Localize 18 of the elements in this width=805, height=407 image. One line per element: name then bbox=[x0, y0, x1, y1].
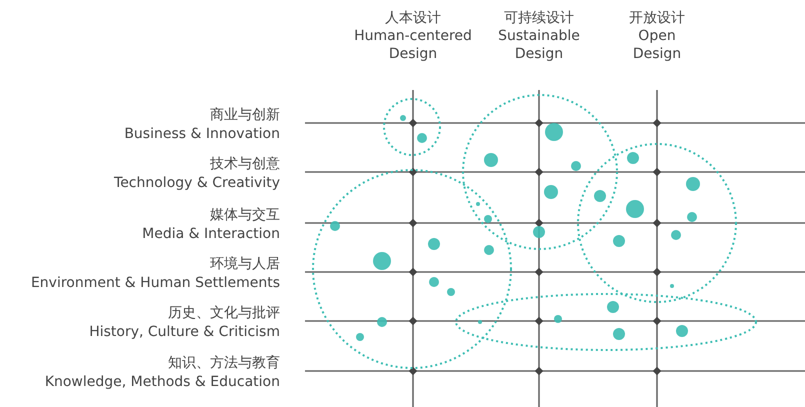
row-label: History, Culture & Criticism bbox=[89, 323, 280, 341]
row-label: Technology & Creativity bbox=[114, 174, 280, 192]
row-label: Media & Interaction bbox=[142, 225, 280, 243]
column-header: 可持续设计 bbox=[503, 9, 575, 27]
row-label: Environment & Human Settlements bbox=[30, 274, 280, 292]
column-header: 开放设计 bbox=[628, 9, 686, 27]
row-label: 媒体与交互 bbox=[210, 206, 280, 224]
column-header: Sustainable Design bbox=[497, 27, 581, 63]
row-label: 知识、方法与教育 bbox=[168, 354, 280, 372]
row-label: 技术与创意 bbox=[210, 155, 280, 173]
row-label: 历史、文化与批评 bbox=[168, 304, 280, 322]
row-label: Business & Innovation bbox=[124, 125, 280, 143]
row-label: Knowledge, Methods & Education bbox=[44, 373, 280, 391]
row-label: 商业与创新 bbox=[210, 106, 280, 124]
column-header: Open Design bbox=[632, 27, 682, 63]
row-label: 环境与人居 bbox=[210, 255, 280, 273]
column-header: 人本设计 bbox=[384, 9, 442, 27]
column-header: Human-centered Design bbox=[353, 27, 473, 63]
